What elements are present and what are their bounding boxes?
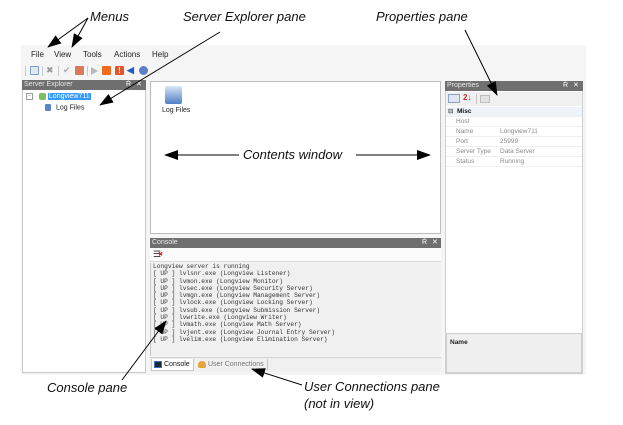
clear-console-icon[interactable]: ☰ — [153, 249, 162, 259]
annotation-server-explorer: Server Explorer pane — [183, 9, 306, 24]
tree-node-server-label[interactable]: Longview711 — [47, 93, 91, 101]
menu-view[interactable]: View — [54, 50, 72, 59]
toolbar-separator — [87, 66, 88, 76]
annotation-menus: Menus — [90, 9, 130, 24]
stop-icon[interactable] — [102, 66, 111, 75]
console-line: [ UP ] lvsec.exe (Longview Security Serv… — [153, 284, 313, 292]
pin-icon[interactable]: Ř — [126, 81, 132, 88]
arrow-menus-view — [71, 17, 89, 48]
sort-alpha-icon[interactable]: 2↓ — [463, 93, 472, 102]
collapse-icon[interactable]: − — [26, 93, 33, 100]
console-line: [ UP ] lvmath.exe (Longview Math Server) — [153, 321, 302, 329]
console-tab-strip: Console User Connections — [150, 357, 441, 372]
toolbar-grip — [25, 66, 26, 76]
close-icon[interactable]: ✕ — [432, 239, 438, 246]
annotation-not-in-view: (not in view) — [304, 396, 375, 411]
server-icon — [38, 93, 46, 100]
console-output: Longview server is running[ UP ] lvlsnr.… — [150, 263, 441, 356]
properties-toolbar: 2↓ — [446, 92, 582, 106]
tree-node-server[interactable]: − Longview711 — [26, 93, 91, 101]
properties-header: Properties Ř ✕ — [445, 81, 583, 91]
server-explorer-pane — [22, 80, 146, 373]
rewind-icon[interactable]: ◀ — [127, 65, 134, 75]
categorized-icon[interactable] — [448, 94, 460, 103]
console-line: [ UP ] lvsub.exe (Longview Submission Se… — [153, 306, 321, 314]
console-line: [ UP ] lvwrite.exe (Longview Writer) — [153, 314, 287, 322]
console-line: [ UP ] lvlsnr.exe (Longview Listener) — [153, 270, 291, 278]
collapse-icon[interactable]: ⊟ — [448, 108, 454, 115]
clear-x-icon: ✖ — [158, 252, 164, 258]
arrow-menus-file — [47, 17, 89, 48]
property-description: Name — [446, 333, 582, 373]
log-files-item-label[interactable]: Log Files — [162, 107, 191, 114]
log-files-icon[interactable] — [165, 86, 182, 104]
property-category[interactable]: ⊟ Misc — [446, 107, 582, 117]
remove-icon[interactable] — [75, 66, 84, 75]
menu-help[interactable]: Help — [152, 50, 169, 59]
server-explorer-header: Server Explorer Ř ✕ — [22, 80, 146, 90]
console-line: [ UP ] lvelim.exe (Longview Elimination … — [153, 335, 328, 343]
annotation-console-pane: Console pane — [47, 380, 128, 395]
menu-bar: File View Tools Actions Help — [21, 48, 586, 62]
menu-actions[interactable]: Actions — [114, 50, 141, 59]
close-icon[interactable]: ✕ — [573, 82, 579, 89]
menu-tools[interactable]: Tools — [83, 50, 102, 59]
annotation-user-connections: User Connections pane — [304, 379, 440, 394]
annotation-contents-window: Contents window — [243, 147, 342, 162]
toolbar-separator — [58, 66, 59, 76]
server-explorer-title: Server Explorer — [24, 81, 73, 88]
toolbar-separator — [476, 94, 477, 104]
pin-icon[interactable]: Ř — [422, 239, 428, 246]
console-icon — [154, 361, 162, 368]
menu-file[interactable]: File — [31, 50, 44, 59]
close-icon[interactable]: ✕ — [136, 81, 142, 88]
toolbar: ✖ ✔ ! ◀ — [21, 64, 586, 78]
contents-window — [150, 81, 441, 234]
annotation-properties: Properties pane — [376, 9, 468, 24]
tree-node-log-files[interactable]: Log Files — [45, 104, 84, 111]
tab-console-label: Console — [164, 361, 190, 368]
property-description-title: Name — [450, 339, 468, 346]
settings-icon[interactable] — [139, 66, 148, 75]
tab-console[interactable]: Console — [151, 359, 194, 371]
tree-node-log-files-label[interactable]: Log Files — [55, 104, 85, 112]
alert-icon[interactable]: ! — [115, 66, 124, 75]
refresh-icon[interactable] — [30, 66, 39, 75]
properties-pane — [445, 81, 583, 374]
console-header: Console Ř ✕ — [150, 238, 441, 248]
log-files-icon — [45, 104, 51, 111]
delete-icon[interactable]: ✖ — [46, 65, 54, 75]
console-line: Longview server is running — [153, 263, 250, 270]
property-row[interactable]: Host — [446, 117, 582, 127]
console-line: [ UP ] lvmgn.exe (Longview Management Se… — [153, 292, 321, 300]
console-line: [ UP ] lvjent.exe (Longview Journal Entr… — [153, 328, 335, 336]
property-pages-icon[interactable] — [480, 95, 490, 103]
toolbar-separator — [42, 66, 43, 76]
console-title: Console — [152, 239, 178, 246]
user-icon — [198, 361, 206, 368]
check-icon[interactable]: ✔ — [63, 65, 71, 75]
console-toolbar: ☰ ✖ — [150, 248, 441, 262]
tab-user-connections[interactable]: User Connections — [196, 359, 268, 371]
start-icon[interactable] — [91, 67, 98, 75]
console-line: [ UP ] lvlock.exe (Longview Locking Serv… — [153, 299, 313, 307]
properties-title: Properties — [447, 82, 479, 89]
console-line: [ UP ] lvmon.exe (Longview Monitor) — [153, 277, 283, 285]
tab-user-connections-label: User Connections — [208, 361, 264, 368]
pin-icon[interactable]: Ř — [563, 82, 569, 89]
